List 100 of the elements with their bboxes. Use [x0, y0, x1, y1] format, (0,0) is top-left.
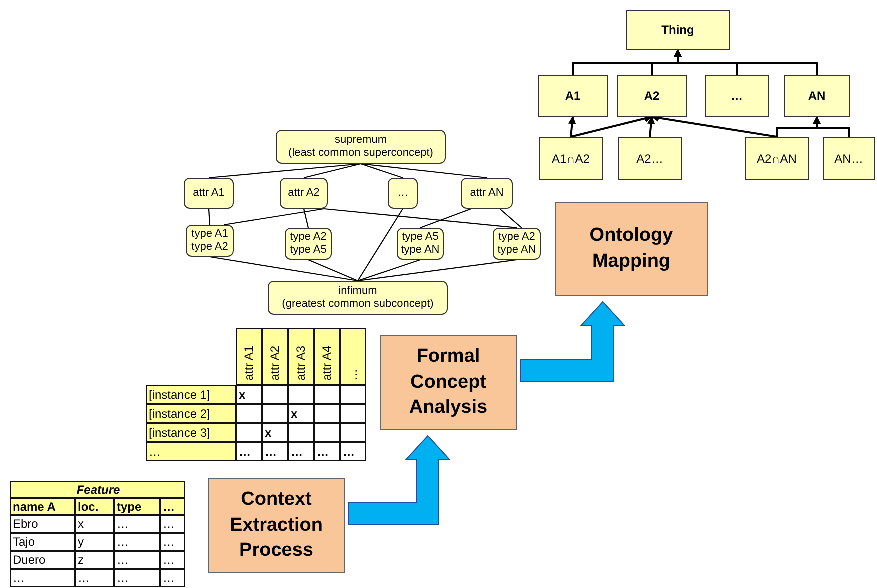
node-label: A1∩A2: [552, 152, 590, 166]
table-cell: Duero: [10, 551, 75, 569]
connector-line: [304, 163, 362, 179]
table-cell: …: [288, 442, 314, 461]
connector-line: [303, 208, 310, 228]
concept-box: [186, 225, 234, 257]
class-box: [784, 75, 850, 117]
table-cell: …: [314, 442, 340, 461]
class-box: [823, 137, 875, 180]
header-cell: …: [160, 498, 185, 515]
table-cell: …: [114, 569, 160, 587]
table-cell: …: [160, 551, 185, 569]
process-box: [555, 202, 708, 296]
table-cell: x: [75, 515, 114, 533]
node-label: attr AN: [470, 186, 504, 200]
column-header-text: attr A4: [320, 346, 334, 381]
node-label: A1: [565, 89, 581, 103]
connector-line: [210, 256, 358, 282]
node-label: Formal Concept Analysis: [408, 345, 489, 420]
connector-line: [324, 208, 518, 229]
connector-line: [358, 259, 518, 282]
connector-line: [420, 208, 472, 229]
table-cell: …: [10, 569, 75, 587]
column-header-text: …: [346, 369, 360, 381]
header-cell: type: [114, 498, 160, 515]
table-cell: …: [160, 569, 185, 587]
concept-box: [184, 178, 234, 209]
connector-line: [308, 260, 358, 282]
arrow: [813, 116, 850, 137]
node-label: attr A1: [193, 186, 225, 200]
table-cell: …: [262, 442, 288, 461]
node-label: …: [398, 186, 408, 200]
node-label: A2: [644, 89, 660, 103]
header-cell: name A: [10, 498, 75, 515]
connector-line: [358, 208, 404, 282]
table-cell: y: [75, 533, 114, 551]
block-arrow: [348, 435, 452, 526]
table-cell: z: [75, 551, 114, 569]
class-box: [626, 10, 730, 50]
column-header-text: attr A3: [294, 346, 308, 381]
table-cell: x: [262, 423, 288, 442]
table-cell: …: [114, 533, 160, 551]
node-label: (least common superconcept): [288, 147, 434, 160]
table-cell: x: [288, 404, 314, 423]
table-cell: Tajo: [10, 533, 75, 551]
connector-line: [224, 208, 324, 226]
table-cell: …: [160, 515, 185, 533]
node-label: type A2 type A5: [289, 230, 328, 258]
table-cell: …: [160, 533, 185, 551]
arrow: [568, 116, 576, 138]
block-arrow: [520, 301, 626, 382]
concept-box: [461, 178, 513, 209]
class-box: [745, 137, 809, 180]
node-label: infimum: [338, 284, 378, 298]
concept-box: [276, 130, 446, 164]
node-label: …: [731, 89, 743, 103]
connector-line: [500, 208, 522, 228]
connector-line: [358, 259, 421, 282]
table-cell: Ebro: [10, 515, 75, 533]
node-label: A2…: [636, 152, 664, 166]
node-label: AN…: [834, 152, 864, 166]
arrow: [674, 49, 818, 75]
table-cell: …: [236, 442, 262, 461]
table-title-cell: Feature: [10, 481, 185, 498]
class-box: [538, 75, 608, 117]
table-cell: x: [236, 385, 262, 404]
connector-line: [208, 208, 211, 226]
concept-box: [280, 178, 328, 209]
node-label: Ontology Mapping: [588, 224, 674, 274]
node-label: Context Extraction Process: [229, 488, 324, 564]
process-box: [380, 335, 517, 430]
table-cell: …: [114, 515, 160, 533]
header-cell: loc.: [75, 498, 114, 515]
connector-line: [360, 163, 488, 179]
class-box: [705, 75, 769, 117]
connector-line: [360, 163, 404, 179]
table-cell: …: [114, 551, 160, 569]
node-label: type A1 type A2: [190, 228, 230, 254]
node-label: attr A2: [288, 186, 320, 200]
concept-box: [268, 281, 448, 315]
row-header-cell: [instance 3]: [146, 423, 236, 442]
table-cell: …: [340, 442, 366, 461]
node-label: (greatest common subconcept): [282, 298, 434, 312]
class-box: [618, 137, 682, 180]
node-label: type A5 type AN: [400, 230, 441, 258]
row-header-cell: [instance 1]: [146, 385, 236, 404]
class-box: [617, 75, 687, 117]
column-header-text: attr A2: [268, 346, 282, 381]
row-header-cell: [instance 2]: [146, 404, 236, 423]
concept-box: [388, 178, 418, 209]
column-header-text: attr A1: [242, 346, 256, 381]
arrow: [570, 114, 653, 138]
node-label: A2∩AN: [757, 152, 797, 166]
node-label: Thing: [662, 23, 694, 37]
table-cell: …: [75, 569, 114, 587]
process-box: [208, 478, 345, 573]
node-label: AN: [808, 89, 826, 103]
row-header-cell: …: [146, 442, 236, 461]
class-box: [539, 137, 603, 180]
arrow: [647, 116, 656, 138]
